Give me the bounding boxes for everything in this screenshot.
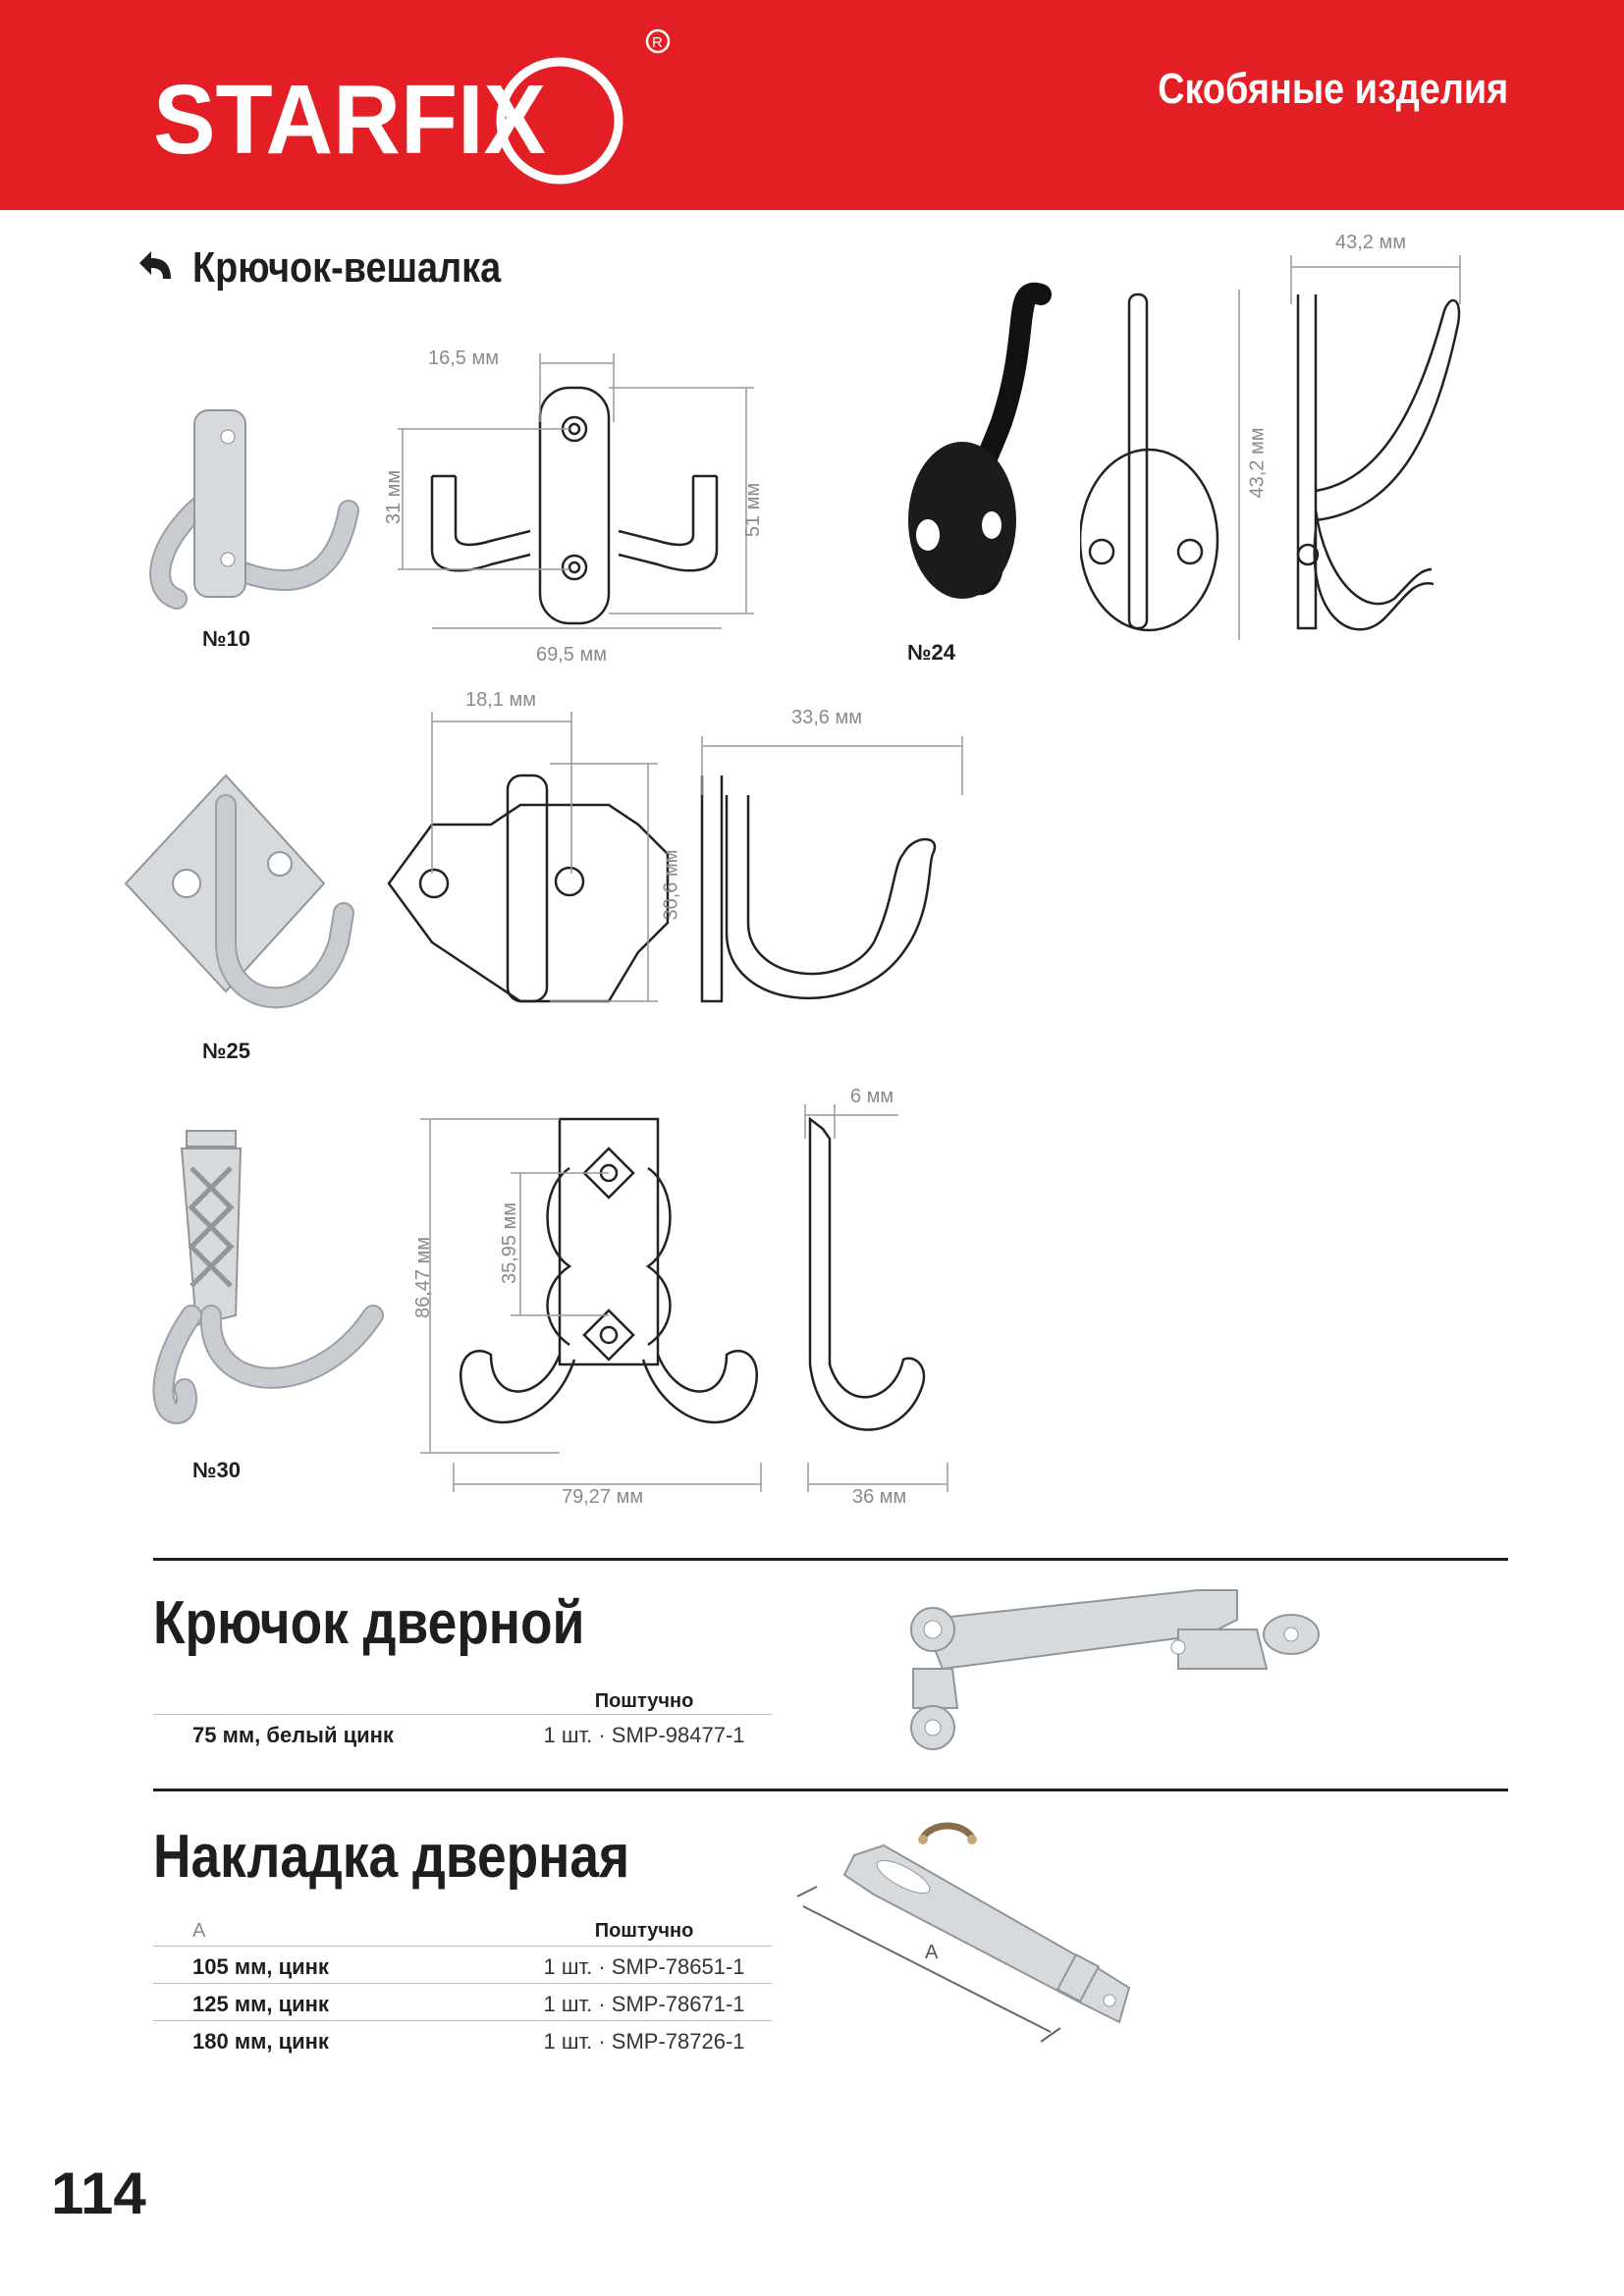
row-name: 125 мм, цинк — [192, 1992, 329, 2016]
hook-30-drawing — [432, 1109, 982, 1468]
row-value: 1 шт. · SMP-78726-1 — [543, 2029, 745, 2054]
hook-24-width-dim: 43,2 мм — [1335, 232, 1406, 253]
hook-arrow-icon — [135, 249, 177, 290]
door-hook-title: Крючок дверной — [153, 1589, 585, 1657]
door-hook-col-header: Поштучно — [594, 1690, 694, 1712]
hook-24-photo — [884, 275, 1080, 653]
hook-25-depth-dim: 33,6 мм — [791, 707, 862, 728]
door-hook-photo — [884, 1561, 1335, 1782]
row-name: 105 мм, цинк — [192, 1954, 329, 1979]
hook-30-thickness-dim: 6 мм — [850, 1086, 894, 1107]
hook-10-span-dim: 69,5 мм — [536, 644, 607, 666]
divider — [153, 1558, 1508, 1561]
row-value: 1 шт. · SMP-78651-1 — [543, 1954, 745, 1979]
door-hasp-table-header: A Поштучно — [153, 1914, 772, 1946]
door-hook-table-header: Поштучно — [153, 1684, 772, 1716]
table-row: 105 мм, цинк 1 шт. · SMP-78651-1 — [153, 1946, 772, 1984]
table-row: 75 мм, белый цинк 1 шт. · SMP-98477-1 — [153, 1714, 772, 1752]
table-row: 180 мм, цинк 1 шт. · SMP-78726-1 — [153, 2020, 772, 2058]
door-hasp-dim-label: A — [925, 1942, 939, 1963]
hook-24-drawing — [1078, 285, 1473, 653]
hook-30-label: №30 — [192, 1458, 241, 1482]
hooks-section-title: Крючок-вешалка — [192, 243, 502, 292]
hook-10-dimension-lines — [398, 353, 754, 629]
hook-25-dimension-lines — [431, 712, 963, 1002]
page-number: 114 — [51, 2161, 146, 2226]
row-name: 180 мм, цинк — [192, 2029, 329, 2054]
row-name: 75 мм, белый цинк — [192, 1723, 394, 1747]
hook-30-span-dim: 79,27 мм — [562, 1486, 644, 1508]
row-value: 1 шт. · SMP-98477-1 — [543, 1723, 745, 1747]
page-header — [0, 0, 1624, 210]
hook-25-drawing — [383, 756, 972, 1016]
row-value: 1 шт. · SMP-78671-1 — [543, 1992, 745, 2016]
svg-text:STARFIX: STARFIX — [153, 65, 546, 175]
door-hasp-photo — [795, 1816, 1149, 2056]
hook-24-height-dim: 43,2 мм — [1246, 427, 1269, 499]
door-hasp-col-a: A — [192, 1920, 206, 1942]
hook-30-inner-dim: 35,95 мм — [499, 1201, 521, 1285]
hook-10-width-dim: 16,5 мм — [428, 347, 499, 369]
hook-24-label: №24 — [907, 640, 955, 665]
door-hasp-col-header: Поштучно — [594, 1920, 694, 1942]
brand-logo: STARFIX R — [149, 27, 679, 194]
hook-10-label: №10 — [202, 626, 250, 651]
hook-25-height-dim: 30,6 мм — [660, 849, 682, 921]
hook-10-inner-dim: 31 мм — [383, 469, 406, 525]
hook-24-dimension-lines — [1238, 255, 1461, 640]
table-row: 125 мм, цинк 1 шт. · SMP-78671-1 — [153, 1983, 772, 2021]
hook-25-width-dim: 18,1 мм — [465, 689, 536, 711]
hook-30-depth-dim: 36 мм — [852, 1486, 907, 1508]
section-title: Скобяные изделия — [1157, 65, 1508, 113]
door-hasp-title: Накладка дверная — [153, 1823, 630, 1891]
hook-25-label: №25 — [202, 1039, 250, 1063]
hook-10-height-dim: 51 мм — [742, 482, 765, 538]
hook-30-height-dim: 86,47 мм — [412, 1236, 435, 1319]
hook-10-photo — [137, 393, 373, 633]
svg-text:R: R — [652, 34, 663, 51]
divider — [153, 1789, 1508, 1791]
hook-30-photo — [137, 1119, 393, 1448]
hook-25-photo — [118, 746, 363, 1045]
hook-30-dimension-lines — [420, 1104, 948, 1492]
